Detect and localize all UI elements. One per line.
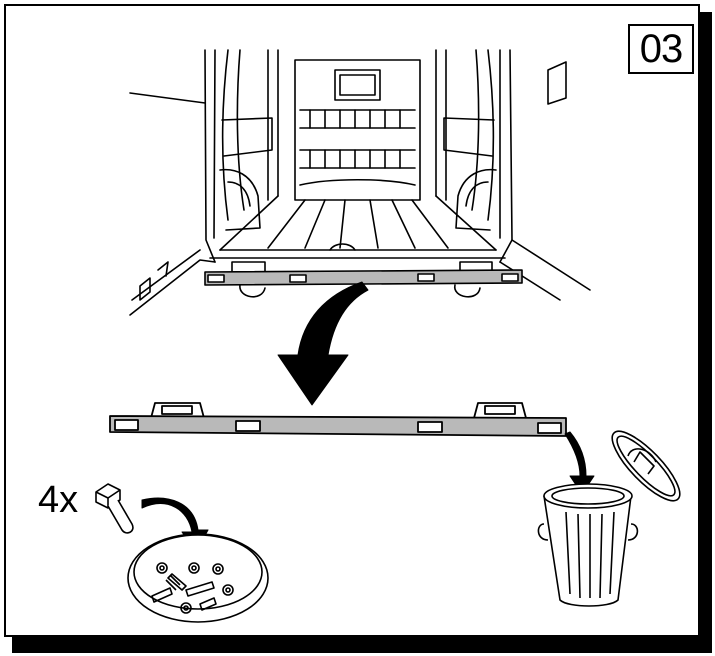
van-cargo-interior-icon	[130, 50, 590, 315]
parts-tray-icon	[128, 534, 268, 622]
curved-down-arrow-icon	[278, 282, 368, 405]
bolt-icon	[96, 484, 133, 533]
trash-bin-lid-icon	[603, 422, 688, 509]
step-number-badge: 03	[628, 24, 694, 74]
rear-step-bar-installed-icon	[205, 262, 522, 285]
rear-step-bar-icon	[110, 403, 566, 436]
trash-bin-icon	[538, 484, 637, 606]
bolt-quantity-label: 4x	[38, 479, 79, 521]
